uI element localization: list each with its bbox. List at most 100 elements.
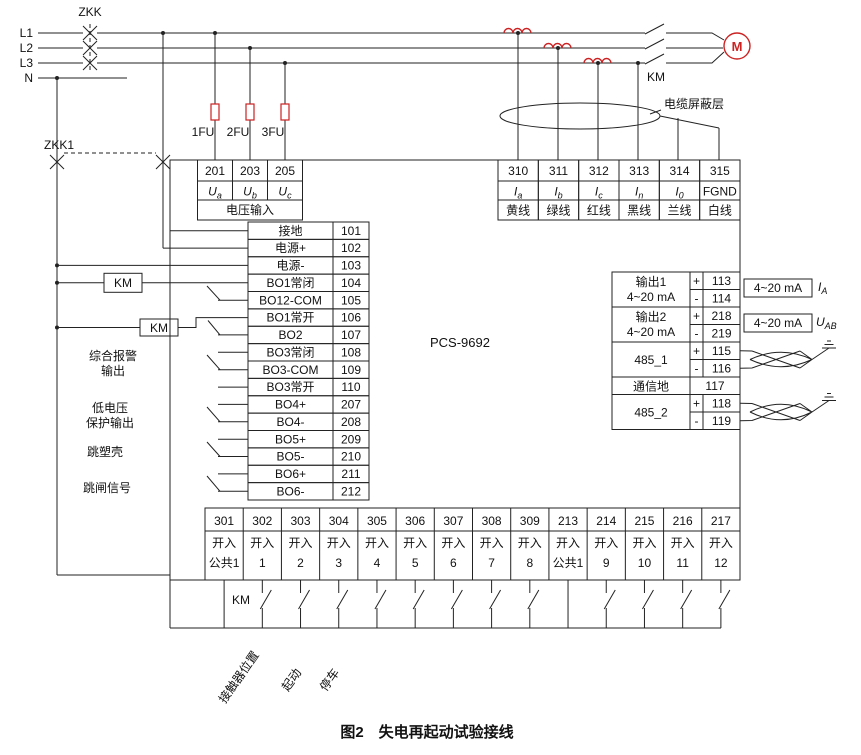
input-switch bbox=[680, 589, 693, 610]
binary-input-label: 开入 bbox=[594, 536, 618, 550]
motor-circle bbox=[723, 32, 751, 60]
figure-caption: 图2 失电再起动试验接线 bbox=[340, 723, 513, 741]
km-coil-2-label: KM bbox=[150, 321, 168, 335]
binary-input-label: 11 bbox=[676, 556, 689, 570]
input-switch bbox=[718, 589, 731, 610]
io-name: BO4+ bbox=[275, 398, 306, 412]
km-aux-contact-label: KM bbox=[232, 593, 250, 607]
terminal-number: 201 bbox=[205, 164, 225, 178]
out-name: 485_1 bbox=[634, 353, 668, 367]
line-n-label: N bbox=[24, 71, 33, 85]
fuse-3fu-label: 3FU bbox=[262, 125, 285, 139]
input-switch bbox=[450, 589, 463, 610]
binary-input-label: 7 bbox=[488, 556, 495, 570]
ct-coil-a bbox=[503, 27, 532, 34]
io-name: BO1常开 bbox=[266, 311, 314, 325]
binary-input-label: 3 bbox=[335, 556, 342, 570]
contact-blades bbox=[206, 285, 221, 492]
io-name: BO3-COM bbox=[262, 363, 318, 377]
voltage-tap-circuit bbox=[210, 33, 290, 160]
start-label: 起动 bbox=[279, 666, 304, 694]
km-contactor-label: KM bbox=[647, 70, 665, 84]
out-name: 输出1 bbox=[636, 274, 667, 289]
terminal-number: 108 bbox=[341, 345, 361, 359]
terminal-number: 107 bbox=[341, 328, 361, 342]
terminal-number: 304 bbox=[329, 514, 349, 528]
alarm-output-label-1: 综合报警 bbox=[89, 348, 137, 363]
terminal-number: 119 bbox=[712, 414, 731, 428]
power-lines bbox=[38, 23, 725, 79]
input-switch bbox=[412, 589, 425, 610]
binary-input-label: 6 bbox=[450, 556, 457, 570]
terminal-number: 105 bbox=[341, 293, 361, 307]
input-switch bbox=[374, 589, 387, 610]
contactor-position-label: 接触器位置 bbox=[215, 648, 262, 706]
trip-case-label: 跳塑壳 bbox=[87, 444, 123, 459]
trip-signal-label: 跳闸信号 bbox=[83, 481, 131, 495]
terminal-number: 218 bbox=[711, 309, 731, 323]
io-name: BO12-COM bbox=[259, 293, 322, 307]
terminal-number: 214 bbox=[596, 514, 616, 528]
wire-color-cell bbox=[699, 199, 741, 221]
junction-dots bbox=[55, 31, 640, 330]
cable-shield-ellipse bbox=[499, 102, 661, 130]
wire-color-label: 黑线 bbox=[627, 204, 651, 218]
wire-color-label: 兰线 bbox=[667, 204, 691, 218]
input-switch bbox=[527, 589, 540, 610]
terminal-number: 118 bbox=[712, 396, 731, 410]
io-name: BO4- bbox=[276, 415, 304, 429]
line-l2-label: L2 bbox=[20, 41, 34, 55]
terminal-number: 219 bbox=[711, 326, 731, 340]
terminal-number: 109 bbox=[341, 363, 361, 377]
io-name: BO3常闭 bbox=[266, 345, 314, 359]
device-model-label: PCS-9692 bbox=[430, 335, 490, 350]
io-name: BO2 bbox=[278, 328, 302, 342]
binary-input-label: 9 bbox=[603, 556, 610, 570]
polarity-sign: - bbox=[695, 326, 699, 340]
binary-input-label: 5 bbox=[412, 556, 419, 570]
voltage-input-cell bbox=[197, 199, 303, 221]
polarity-sign: - bbox=[695, 414, 699, 428]
terminal-symbol: Ib bbox=[554, 185, 562, 201]
terminal-number: 117 bbox=[705, 379, 724, 393]
binary-input-label: 12 bbox=[714, 556, 728, 570]
voltage-input-label: 电压输入 bbox=[226, 202, 274, 217]
io-name: BO1常闭 bbox=[266, 276, 314, 290]
io-name: 接地 bbox=[278, 223, 302, 238]
terminal-number: 205 bbox=[275, 164, 295, 178]
binary-input-label: 1 bbox=[259, 556, 266, 570]
terminal-number: 103 bbox=[341, 259, 361, 273]
binary-input-label: 开入 bbox=[289, 536, 313, 550]
polarity-sign: + bbox=[693, 396, 700, 410]
terminal-number: 213 bbox=[558, 514, 578, 528]
terminal-number: 312 bbox=[589, 164, 609, 178]
terminal-number: 301 bbox=[214, 514, 234, 528]
terminal-symbol: Ia bbox=[514, 185, 522, 201]
line-l1-label: L1 bbox=[20, 26, 34, 40]
terminal-number: 210 bbox=[341, 450, 361, 464]
ct-coil-b bbox=[543, 42, 572, 49]
binary-input-label: 开入 bbox=[556, 536, 580, 550]
io-name: BO6+ bbox=[275, 467, 306, 481]
zkk-label: ZKK bbox=[78, 5, 101, 19]
io-name: 电源+ bbox=[275, 241, 306, 255]
terminal-number: 209 bbox=[341, 432, 361, 446]
input-switch bbox=[603, 589, 616, 610]
fuse-1fu-label: 1FU bbox=[192, 125, 215, 139]
wire-color-label: 绿线 bbox=[546, 203, 570, 218]
terminal-number: 102 bbox=[341, 241, 361, 255]
fuse-1fu bbox=[210, 103, 220, 121]
motor bbox=[723, 32, 751, 60]
terminal-number: 308 bbox=[482, 514, 502, 528]
output-contact-wiring bbox=[57, 272, 248, 492]
lv-protect-label-1: 低电压 bbox=[92, 401, 128, 415]
input-switch bbox=[642, 589, 654, 610]
cable-shield-label: 电缆屏蔽层 bbox=[664, 97, 724, 111]
binary-input-label: 开入 bbox=[327, 536, 351, 550]
wire-color-label: 白线 bbox=[708, 203, 732, 218]
input-switch bbox=[298, 589, 310, 610]
terminal-number: 116 bbox=[712, 361, 731, 375]
io-name: BO5+ bbox=[275, 432, 306, 446]
input-switch bbox=[336, 589, 349, 610]
out-name: 通信地 bbox=[633, 379, 669, 393]
